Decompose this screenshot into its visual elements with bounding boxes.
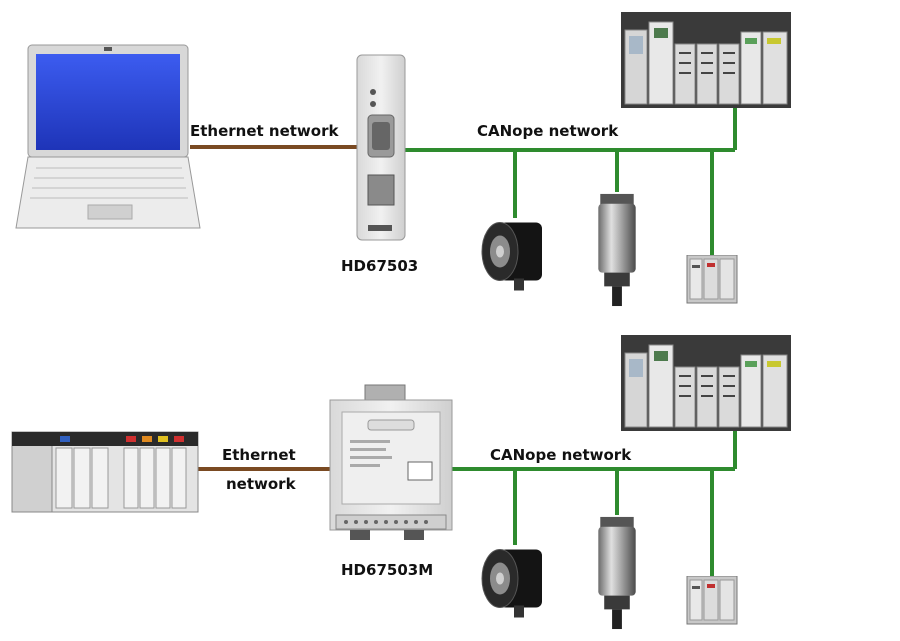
canopen-bus-bottom	[452, 428, 737, 578]
motor-icon	[598, 516, 636, 630]
ethernet-network-label-bottom-line2: network	[226, 475, 296, 493]
canopen-bus-top	[405, 108, 737, 257]
ethernet-network-label-bottom-line1: Ethernet	[222, 446, 296, 464]
ethernet-network-label-top: Ethernet network	[190, 122, 339, 140]
gateway-label-top: HD67503	[341, 257, 419, 275]
gateway-label-bottom: HD67503M	[341, 561, 434, 579]
laptop-icon	[15, 44, 201, 229]
canopen-network-label-top: CANope network	[477, 122, 619, 140]
io-module-icon	[686, 255, 738, 304]
io-module-icon	[686, 576, 738, 625]
encoder-icon	[481, 221, 543, 292]
gateway-hd67503-icon	[356, 54, 406, 241]
plc-rack-icon	[620, 12, 792, 109]
canopen-network-label-bottom: CANope network	[490, 446, 632, 464]
encoder-icon	[481, 548, 543, 619]
motor-icon	[598, 193, 636, 307]
allen-bradley-plc-icon	[11, 431, 199, 513]
gateway-hd67503m-icon	[329, 384, 453, 540]
plc-rack-icon	[620, 335, 792, 432]
